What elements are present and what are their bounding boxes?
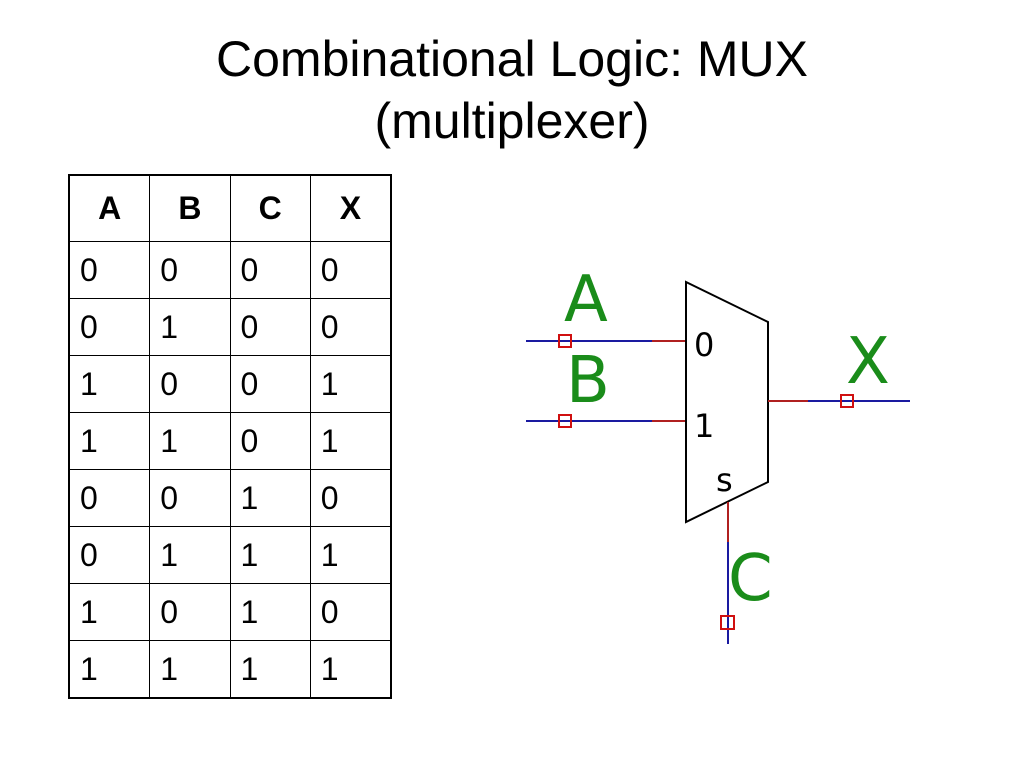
header-b: B: [149, 174, 231, 242]
table-cell: 0: [229, 412, 311, 470]
table-cell: 1: [68, 640, 151, 699]
truth-table: A B C X 0 0 0 0 0 1 0 0 1 0 0 1 1 1 0 1: [68, 174, 392, 699]
mux-body: [685, 280, 769, 524]
port-0-label: 0: [694, 326, 714, 364]
select-port-label: s: [716, 461, 733, 499]
select-c-label: C: [728, 542, 773, 616]
table-cell: 1: [149, 640, 231, 699]
header-c: C: [229, 174, 311, 242]
table-cell: 0: [149, 355, 231, 413]
table-cell: 0: [149, 469, 231, 527]
table-cell: 0: [309, 469, 392, 527]
header-a: A: [68, 174, 151, 242]
table-row: 1 1 1 1: [68, 640, 392, 699]
table-cell: 0: [309, 583, 392, 641]
input-b-terminal: [558, 414, 572, 428]
table-cell: 0: [149, 583, 231, 641]
table-cell: 1: [309, 526, 392, 584]
table-cell: 0: [229, 241, 311, 299]
table-cell: 0: [68, 526, 151, 584]
input-b-label: B: [566, 344, 610, 418]
table-cell: 1: [229, 526, 311, 584]
input-a-label: A: [564, 263, 608, 337]
table-row: 0 1 1 1: [68, 526, 392, 584]
table-cell: 0: [309, 241, 392, 299]
page-title: Combinational Logic: MUX (multiplexer): [0, 28, 1024, 152]
truth-table-header-row: A B C X: [68, 174, 392, 242]
table-cell: 1: [149, 412, 231, 470]
table-row: 1 0 0 1: [68, 355, 392, 413]
table-row: 0 1 0 0: [68, 298, 392, 356]
select-c-terminal: [720, 615, 735, 630]
table-cell: 1: [229, 583, 311, 641]
table-cell: 1: [68, 583, 151, 641]
title-line-2: (multiplexer): [374, 93, 650, 149]
table-cell: 0: [229, 298, 311, 356]
table-row: 1 1 0 1: [68, 412, 392, 470]
title-line-1: Combinational Logic: MUX: [216, 31, 808, 87]
table-cell: 1: [309, 640, 392, 699]
table-cell: 1: [68, 412, 151, 470]
header-x: X: [309, 174, 392, 242]
input-a-terminal: [558, 334, 572, 348]
table-cell: 1: [309, 355, 392, 413]
table-cell: 0: [309, 298, 392, 356]
table-row: 0 0 1 0: [68, 469, 392, 527]
table-cell: 1: [229, 469, 311, 527]
table-cell: 1: [309, 412, 392, 470]
table-cell: 0: [149, 241, 231, 299]
table-row: 1 0 1 0: [68, 583, 392, 641]
output-x-terminal: [840, 394, 854, 408]
table-cell: 1: [149, 526, 231, 584]
table-cell: 1: [68, 355, 151, 413]
table-cell: 0: [68, 241, 151, 299]
table-cell: 0: [229, 355, 311, 413]
table-row: 0 0 0 0: [68, 241, 392, 299]
table-cell: 0: [68, 298, 151, 356]
mux-diagram: 0 1 s A B X C: [526, 263, 910, 644]
output-x-label: X: [846, 325, 890, 399]
table-cell: 1: [149, 298, 231, 356]
table-cell: 1: [229, 640, 311, 699]
port-1-label: 1: [694, 407, 714, 445]
table-cell: 0: [68, 469, 151, 527]
